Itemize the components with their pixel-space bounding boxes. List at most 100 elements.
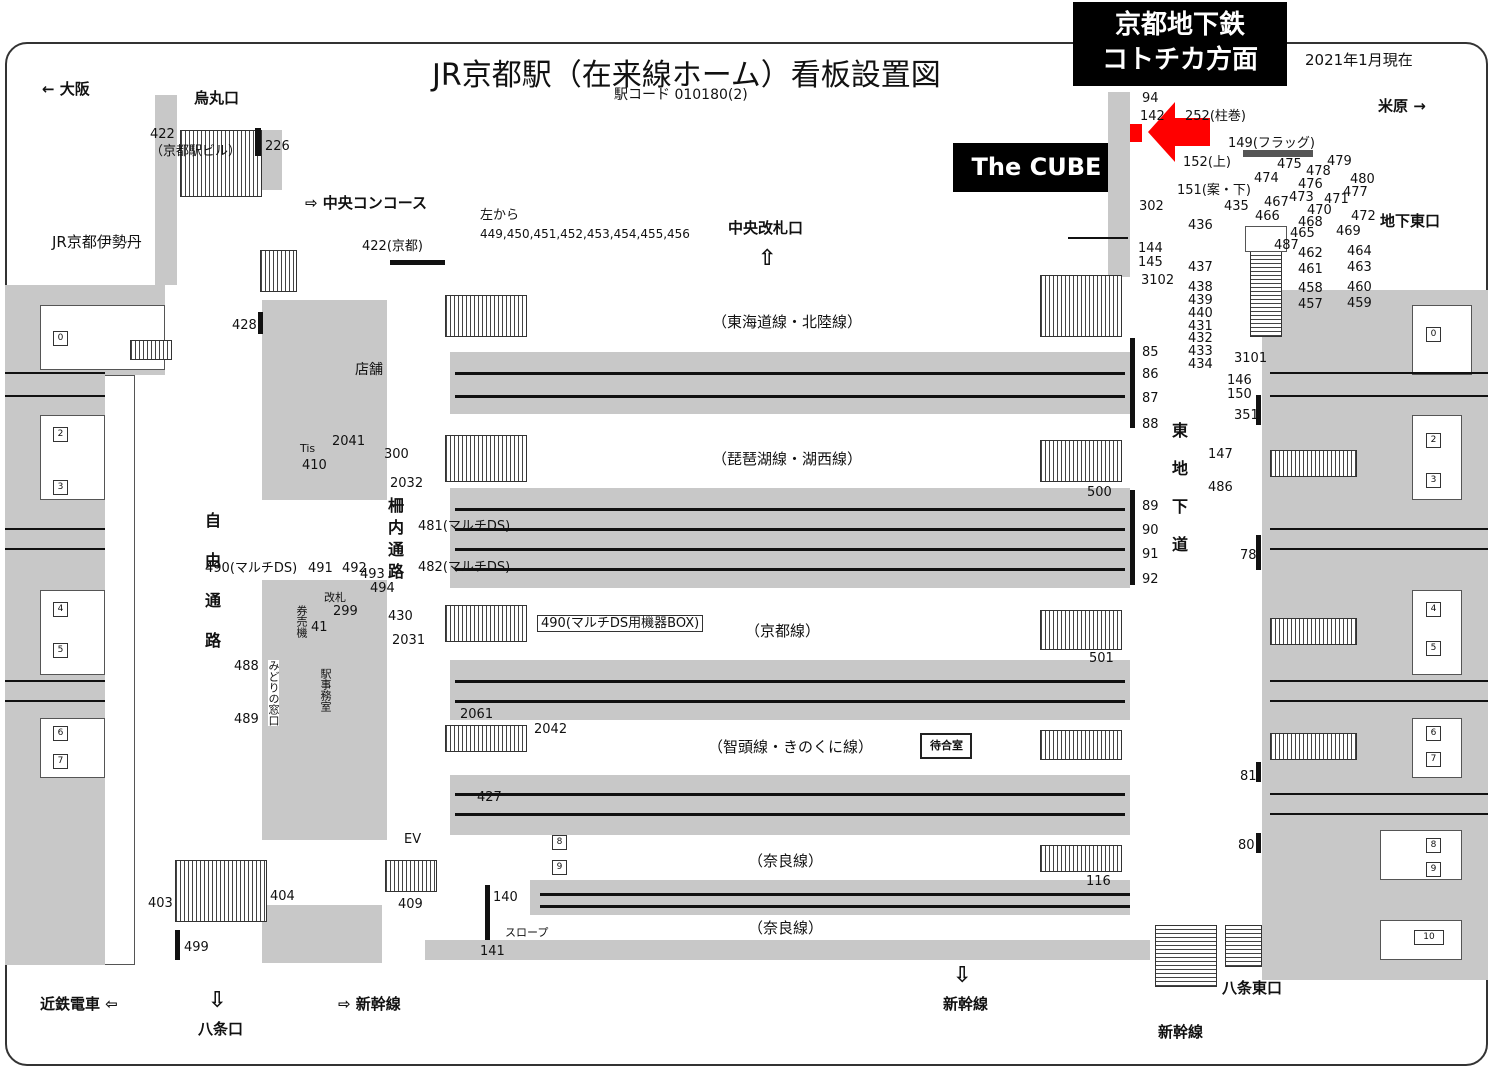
gate-box xyxy=(1245,226,1287,252)
right-plat-6-7 xyxy=(1412,718,1462,778)
sign-number: 467 xyxy=(1264,195,1289,210)
platform-number: 8 xyxy=(1426,838,1441,853)
office-block xyxy=(262,580,387,840)
sign-number: 89 xyxy=(1142,499,1159,514)
shinkansen-direction-2[interactable]: 新幹線 xyxy=(943,995,989,1013)
platform-number: 7 xyxy=(1426,752,1441,767)
down-arrow-icon: ⇩ xyxy=(953,963,972,988)
sign-number: 493 xyxy=(360,567,385,582)
track xyxy=(5,700,105,702)
stairs xyxy=(445,435,527,482)
isetan-corridor xyxy=(155,95,177,285)
line-nara-2: （奈良線） xyxy=(748,919,824,937)
platform-number: 9 xyxy=(552,860,567,875)
karasuma-wall xyxy=(260,130,282,190)
sign-number: 410 xyxy=(302,458,327,473)
sign-number: 150 xyxy=(1227,387,1252,402)
hachijo-exit[interactable]: 八条口 xyxy=(198,1020,244,1038)
down-arrow-icon: ⇩ xyxy=(208,988,227,1013)
red-arrow-icon xyxy=(1130,102,1210,162)
line-nara-1: （奈良線） xyxy=(748,852,824,870)
line-kyoto: （京都線） xyxy=(745,622,821,640)
sign-number: 88 xyxy=(1142,417,1159,432)
kintetsu-direction[interactable]: 近鉄電車 ⇦ xyxy=(40,995,118,1013)
line-biwako: （琵琶湖線・湖西線） xyxy=(712,450,863,468)
stairs xyxy=(1040,440,1122,482)
sign-marker xyxy=(1256,762,1261,782)
sign-number: 472 xyxy=(1351,209,1376,224)
sign-number: 438 xyxy=(1188,280,1213,295)
sign-number: 500 xyxy=(1087,485,1112,500)
shinkansen-direction-3[interactable]: 新幹線 xyxy=(1158,1023,1204,1041)
karasuma-exit[interactable]: 烏丸口 xyxy=(194,89,240,107)
hachijo-east-exit[interactable]: 八条東口 xyxy=(1222,979,1283,997)
track xyxy=(1270,793,1488,795)
sign-number: 87 xyxy=(1142,391,1159,406)
platform-number: 2 xyxy=(53,427,68,442)
sign-number: 300 xyxy=(384,447,409,462)
midori-window[interactable]: みどりの窓口 xyxy=(267,660,280,726)
platform-number: 3 xyxy=(1426,473,1441,488)
sign-number: 403 xyxy=(148,896,173,911)
sign-number: 147 xyxy=(1208,447,1233,462)
sign-number: 435 xyxy=(1224,199,1249,214)
platform-number: 4 xyxy=(1426,602,1441,617)
track xyxy=(1270,528,1488,530)
shinkansen-direction-1[interactable]: ⇨ 新幹線 xyxy=(338,995,401,1013)
sign-number: 2032 xyxy=(390,476,424,491)
station-code: 駅コード 010180(2) xyxy=(614,87,748,103)
sign-number: 486 xyxy=(1208,480,1233,495)
sign-number: 439 xyxy=(1188,293,1213,308)
stairs xyxy=(1040,845,1122,872)
sign-number: 116 xyxy=(1086,874,1111,889)
sign-number: 499 xyxy=(184,940,209,955)
platform-number: 5 xyxy=(1426,641,1441,656)
track xyxy=(455,680,1125,683)
sign-number: 475 xyxy=(1277,157,1302,172)
track xyxy=(455,508,1125,511)
track xyxy=(455,548,1125,551)
sign-number: 457 xyxy=(1298,297,1323,312)
sign-marker xyxy=(175,930,180,960)
right-platform-end xyxy=(1412,305,1472,375)
date-label: 2021年1月現在 xyxy=(1305,51,1413,69)
track xyxy=(455,813,1125,816)
sign-number: 479 xyxy=(1327,154,1352,169)
sign-number: 94 xyxy=(1142,91,1159,106)
south-block xyxy=(262,905,382,963)
platform-number: 3 xyxy=(53,480,68,495)
sign-number: 470 xyxy=(1307,203,1332,218)
sign-number: 2041 xyxy=(332,434,366,449)
platform-number: 5 xyxy=(53,643,68,658)
maibara-direction: 米原 → xyxy=(1378,97,1426,115)
track xyxy=(455,568,1125,571)
shop-label: 店舗 xyxy=(355,362,383,378)
stairs xyxy=(445,295,527,337)
platform-number: 0 xyxy=(1426,327,1441,342)
platform-number: 4 xyxy=(53,602,68,617)
left-plat-6-7 xyxy=(40,718,105,778)
sign-number: 427 xyxy=(477,790,502,805)
sign-number: 465 xyxy=(1290,226,1315,241)
central-gate[interactable]: 中央改札口 xyxy=(728,219,804,237)
stairs xyxy=(175,860,267,922)
platform-number: 10 xyxy=(1414,930,1444,945)
platform-number: 6 xyxy=(1426,726,1441,741)
central-concourse-direction[interactable]: ⇨ 中央コンコース xyxy=(305,194,428,212)
track xyxy=(5,395,105,397)
track xyxy=(455,700,1125,703)
from-left-note: 左から xyxy=(480,208,520,223)
ev-label: EV xyxy=(404,832,422,847)
platform-number: 0 xyxy=(53,331,68,346)
track xyxy=(5,548,105,550)
line-chizu: （智頭線・きのくに線） xyxy=(708,738,874,756)
ticket-machine-label[interactable]: 券売機 xyxy=(295,605,308,638)
underground-east-exit[interactable]: 地下東口 xyxy=(1380,212,1441,230)
sign-number: 404 xyxy=(270,889,295,904)
sign-number: 476 xyxy=(1298,177,1323,192)
sign-number: 431 xyxy=(1188,319,1213,334)
sign-422: 422 xyxy=(150,127,175,142)
sign-number: 469 xyxy=(1336,224,1361,239)
right-plat-8-9 xyxy=(1380,830,1462,880)
sign-number: 144 xyxy=(1138,241,1163,256)
